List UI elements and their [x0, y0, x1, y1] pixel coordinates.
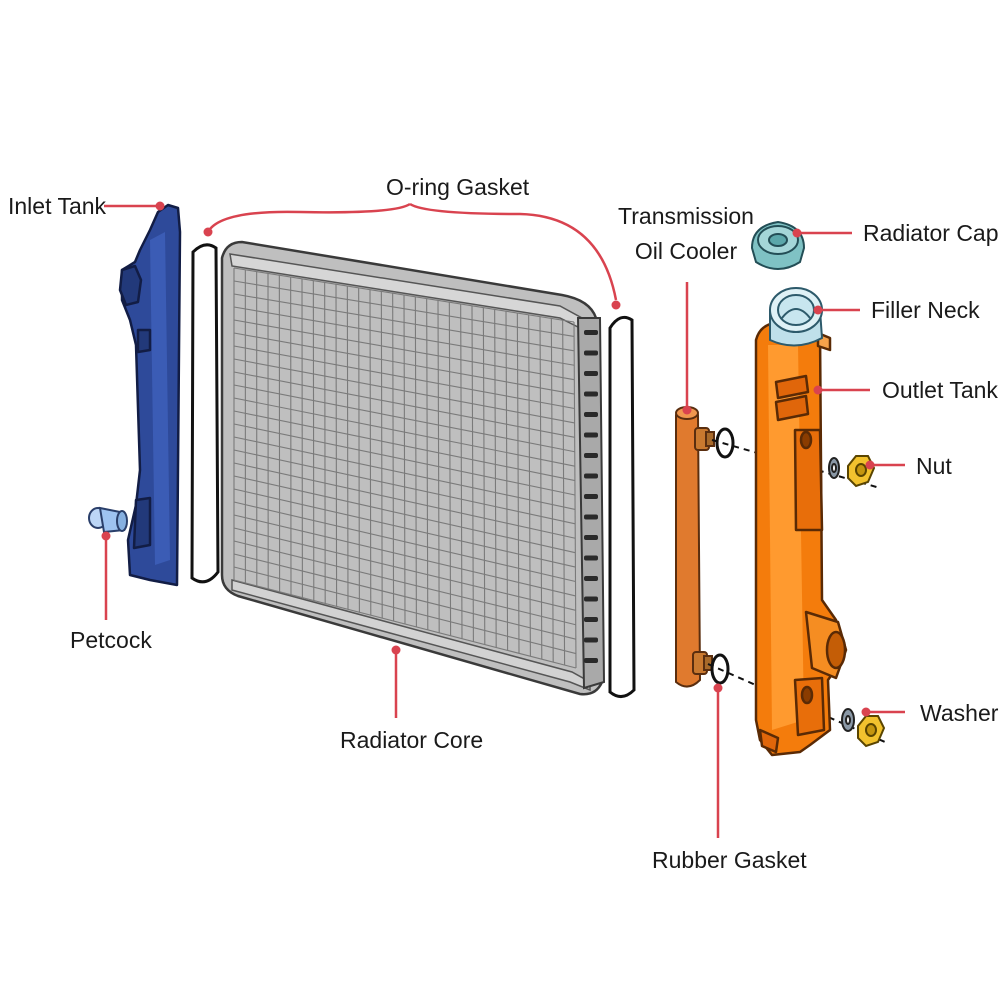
core-tube-slot [584, 597, 598, 602]
core-tube-slot [584, 453, 598, 458]
core-tube-slot [584, 330, 598, 335]
core-tube-slot [584, 515, 598, 520]
washer-upper [829, 458, 839, 478]
washer-lower [842, 709, 854, 731]
label-o-ring-gasket: O-ring Gasket [386, 174, 530, 200]
label-transmission-line2: Oil Cooler [635, 238, 738, 264]
core-tube-slot [584, 412, 598, 417]
label-inlet-tank: Inlet Tank [8, 193, 107, 219]
core-tube-slot [584, 371, 598, 376]
outlet-tank [756, 322, 846, 755]
o-ring-gasket-left [192, 245, 218, 582]
petcock [89, 508, 127, 532]
core-tube-slot [584, 638, 598, 643]
core-tube-slot [584, 617, 598, 622]
core-tube-slot [584, 392, 598, 397]
core-tube-slot [584, 556, 598, 561]
label-radiator-cap: Radiator Cap [863, 220, 999, 246]
core-tube-slot [584, 576, 598, 581]
label-filler-neck: Filler Neck [871, 297, 980, 323]
label-rubber-gasket: Rubber Gasket [652, 847, 807, 873]
label-nut: Nut [916, 453, 952, 479]
label-outlet-tank: Outlet Tank [882, 377, 998, 403]
nut-lower [858, 716, 884, 746]
core-tube-slot [584, 535, 598, 540]
core-tube-slot [584, 351, 598, 356]
o-ring-gasket-right [610, 317, 634, 696]
nut-upper [848, 456, 874, 486]
core-tube-slot [584, 433, 598, 438]
label-washer: Washer [920, 700, 999, 726]
label-radiator-core: Radiator Core [340, 727, 483, 753]
label-transmission-line1: Transmission [618, 203, 754, 229]
core-tube-slot [584, 474, 598, 479]
radiator-core [222, 242, 604, 694]
filler-neck [770, 288, 822, 346]
inlet-tank [120, 205, 180, 585]
core-tube-slot [584, 494, 598, 499]
transmission-oil-cooler [676, 407, 714, 687]
label-petcock: Petcock [70, 627, 152, 653]
core-tube-slot [584, 658, 598, 663]
